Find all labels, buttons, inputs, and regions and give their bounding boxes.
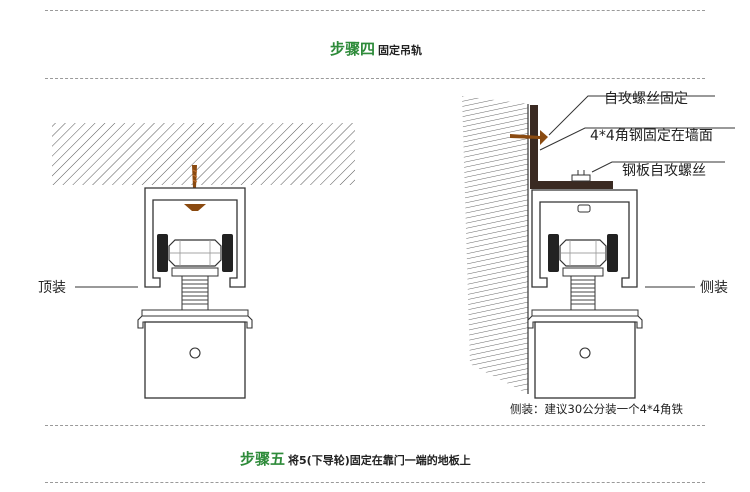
step4-title: 步骤四 <box>330 40 376 58</box>
top-mount-assembly <box>52 123 355 399</box>
step5-text: 将5(下导轮)固定在靠门一端的地板上 <box>288 454 471 467</box>
bottom-divider-1 <box>45 425 705 426</box>
side-right-roller-icon <box>607 234 618 272</box>
top-track-housing <box>144 187 246 288</box>
right-roller-icon <box>222 234 233 272</box>
angle-iron-leader <box>539 127 735 151</box>
track-screw-head-icon <box>184 204 206 211</box>
step4-text: 固定吊轨 <box>378 44 423 57</box>
side-door-hole-icon <box>579 347 591 359</box>
side-mount-label: 侧装 <box>700 280 728 296</box>
plate-screw-icon <box>571 174 591 182</box>
ceiling <box>52 123 355 185</box>
side-note: 侧装：建议30公分装一个4*4角铁 <box>510 402 684 416</box>
side-mount-assembly <box>462 96 643 399</box>
top-divider <box>45 10 705 11</box>
step4-heading: 步骤四固定吊轨 <box>330 38 422 59</box>
middle-divider <box>45 78 705 79</box>
wall-screw-icon <box>510 134 540 139</box>
angle-iron-label: 4*4角钢固定在墙面 <box>590 128 713 144</box>
side-spring-bolt <box>570 275 596 311</box>
door-hole-icon <box>189 347 201 359</box>
ceiling-screw-icon <box>192 165 197 188</box>
step5-title: 步骤五 <box>240 450 286 468</box>
side-door-panel <box>534 321 636 399</box>
side-track-housing <box>531 189 638 288</box>
plate-screw-label: 钢板自攻螺丝 <box>622 163 706 179</box>
wall <box>462 96 528 394</box>
screw-leader <box>548 95 715 136</box>
plate-screw-leader <box>591 161 725 173</box>
top-spring-bolt <box>181 275 209 311</box>
top-mount-label: 顶装 <box>38 280 66 296</box>
left-roller-icon <box>157 234 168 272</box>
step5-heading: 步骤五将5(下导轮)固定在靠门一端的地板上 <box>240 448 471 469</box>
top-door-panel <box>144 321 246 399</box>
bottom-divider-2 <box>45 482 705 483</box>
screw-label: 自攻螺丝固定 <box>604 91 688 107</box>
side-left-roller-icon <box>548 234 559 272</box>
